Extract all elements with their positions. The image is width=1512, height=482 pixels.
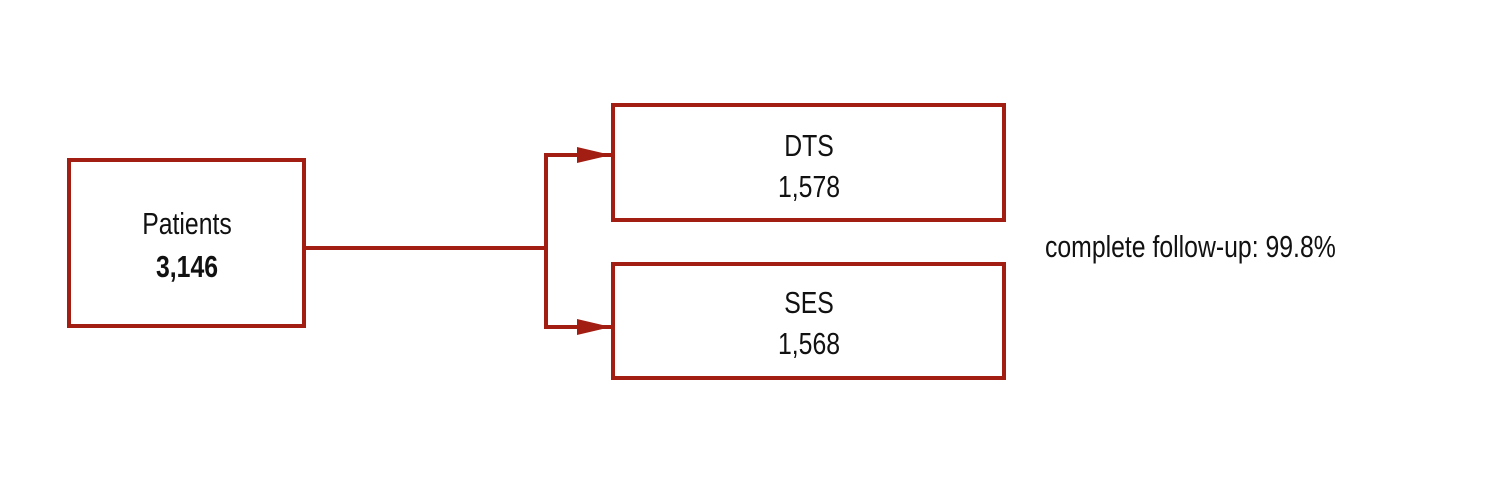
ses-label: SES	[784, 285, 834, 319]
patients-label: Patients	[142, 206, 232, 240]
patients-count: 3,146	[156, 249, 218, 283]
ses-count: 1,568	[778, 326, 840, 360]
dts-count: 1,578	[778, 169, 840, 203]
dts-box	[611, 103, 1006, 222]
connector-line	[304, 155, 548, 327]
ses-box	[611, 262, 1006, 380]
dts-label: DTS	[784, 128, 834, 162]
patients-box	[67, 158, 306, 328]
follow-up-note: complete follow-up: 99.8%	[1045, 229, 1336, 263]
